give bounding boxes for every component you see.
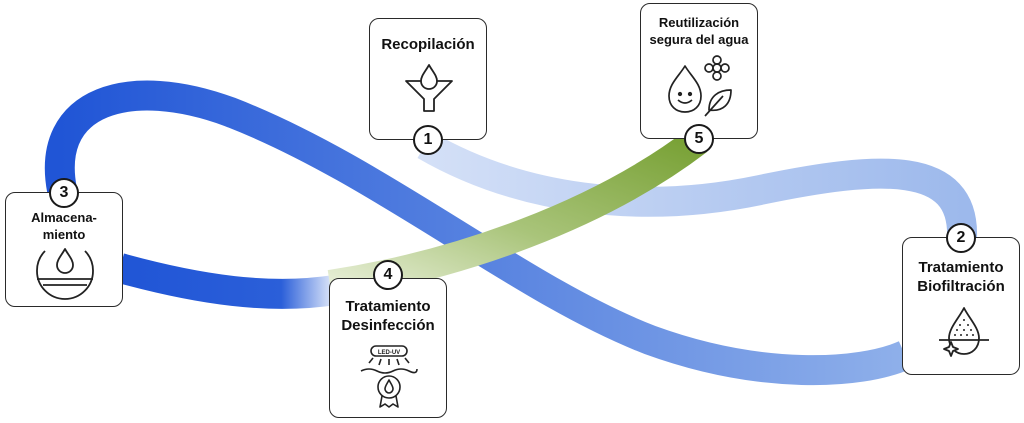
step-number-badge: 1 bbox=[413, 125, 443, 155]
step-title-line1: Almacena- bbox=[31, 210, 97, 225]
step-card-almacenamiento: Almacena- miento bbox=[5, 192, 123, 307]
step-title: Recopilación bbox=[381, 36, 475, 53]
step-title-line1: Tratamiento bbox=[345, 298, 431, 315]
drop-sparkle-icon bbox=[939, 307, 989, 357]
step-number-badge: 5 bbox=[684, 124, 714, 154]
step-card-recopilacion: Recopilación bbox=[369, 18, 487, 140]
step-card-biofiltracion: Tratamiento Biofiltración bbox=[902, 237, 1020, 375]
led-uv-label: LED-UV bbox=[378, 350, 400, 356]
uv-drop-badge-icon: LED-UV bbox=[360, 345, 418, 408]
step-card-reutilizacion: Reutilización segura del agua bbox=[640, 3, 758, 139]
happy-drop-flower-leaf-icon bbox=[668, 55, 732, 117]
step-card-desinfeccion: Tratamiento Desinfección LED-UV bbox=[329, 278, 447, 418]
step-number-badge: 2 bbox=[946, 223, 976, 253]
ribbon-segment-3-2 bbox=[45, 80, 912, 386]
funnel-drop-icon bbox=[405, 64, 453, 112]
step-number-badge: 3 bbox=[49, 178, 79, 208]
step-title-line2: miento bbox=[42, 227, 86, 242]
step-number-badge: 4 bbox=[373, 260, 403, 290]
step-title-line1: Tratamiento bbox=[918, 259, 1004, 276]
step-title-line2: Desinfección bbox=[341, 317, 435, 334]
step-title-line2: segura del agua bbox=[649, 32, 749, 47]
ribbon-segment-1-2 bbox=[417, 132, 978, 239]
step-title-line2: Biofiltración bbox=[917, 278, 1005, 295]
drop-water-level-icon bbox=[36, 248, 94, 300]
step-title-line1: Reutilización bbox=[658, 15, 740, 30]
ribbon-segment-3-4 bbox=[116, 253, 338, 309]
